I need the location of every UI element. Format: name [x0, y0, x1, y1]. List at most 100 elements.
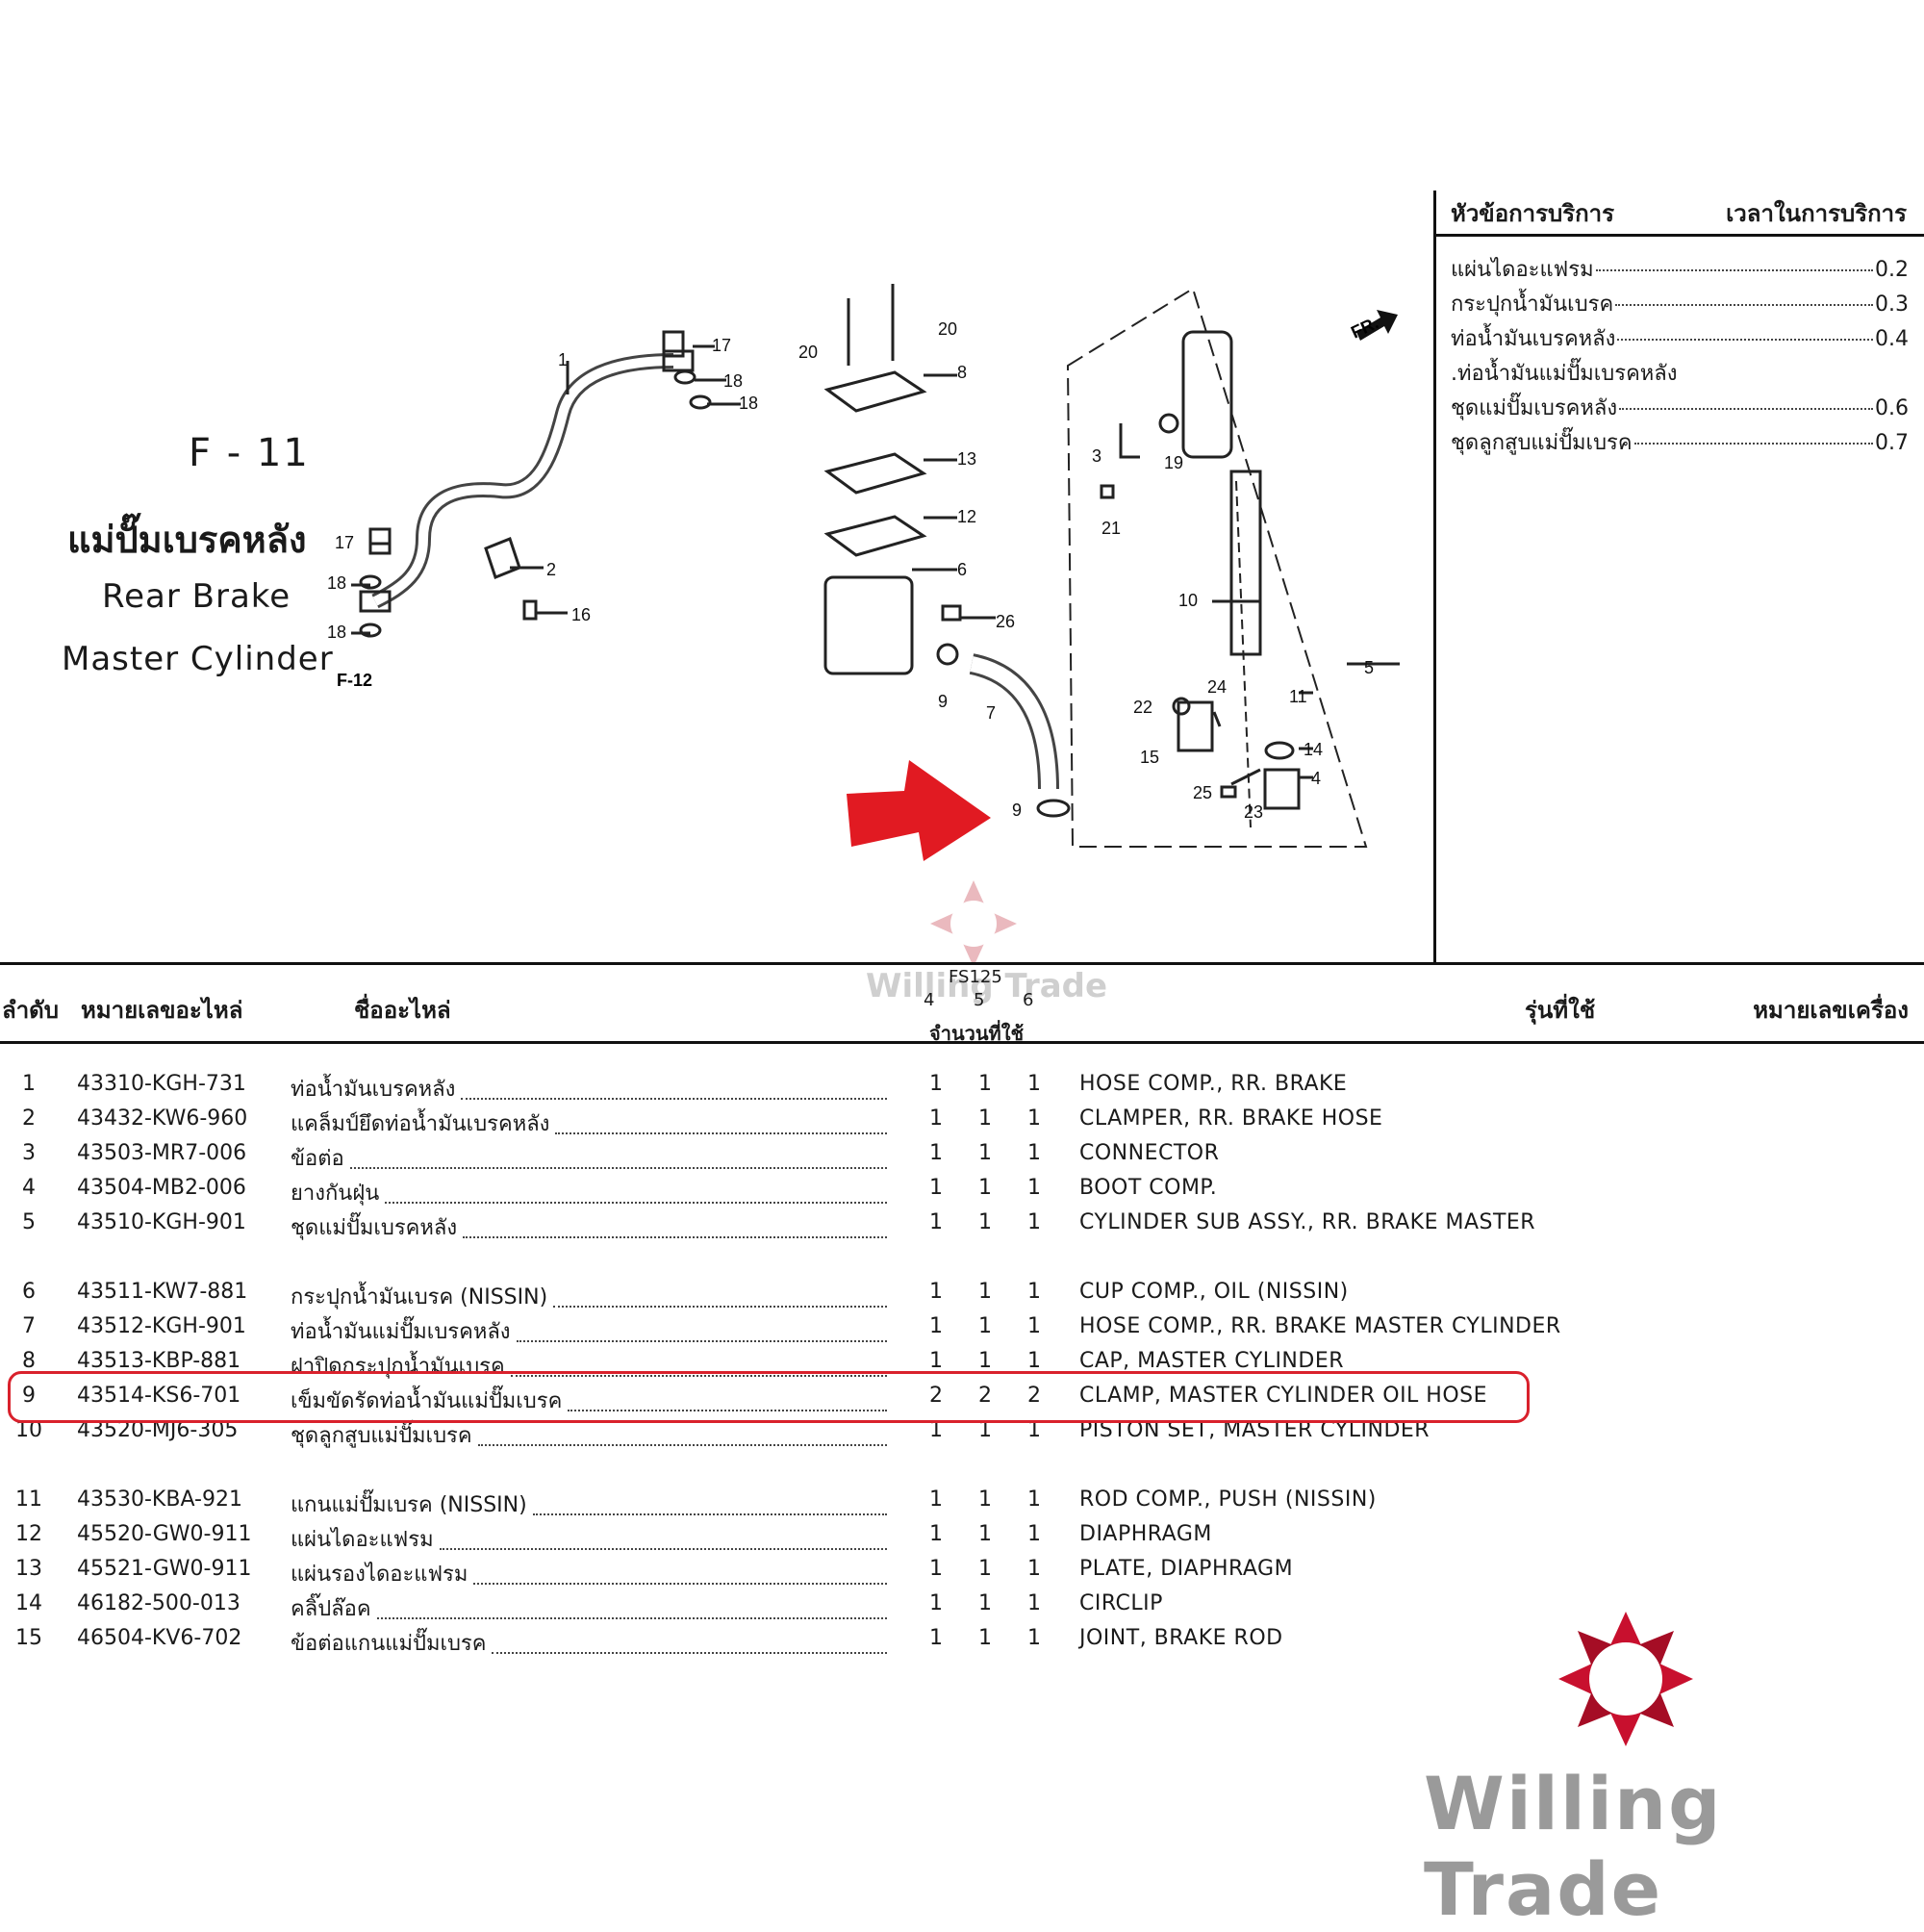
- clamp-part9-bottom: [1036, 799, 1071, 818]
- washer-18-left-a: [359, 574, 382, 590]
- joint-part15: [1177, 700, 1214, 752]
- cap-part8: [823, 370, 927, 413]
- callout-18-top-a: 18: [723, 371, 743, 391]
- callout-17-top: 17: [712, 336, 731, 355]
- callout-17-left: 17: [335, 533, 354, 552]
- callout-16: 16: [571, 605, 591, 624]
- callout-19: 19: [1164, 453, 1183, 472]
- callout-18-left-b: 18: [327, 623, 346, 642]
- clamper-part2: [484, 537, 521, 579]
- hose-fitting-top: [662, 349, 695, 372]
- callout-7: 7: [986, 703, 996, 723]
- callout-6: 6: [957, 560, 967, 579]
- oring-part19: [1158, 413, 1179, 434]
- nut-part22: [1172, 697, 1191, 716]
- red-pointer-arrow-icon: [847, 760, 991, 861]
- circlip-part14: [1264, 741, 1295, 760]
- callout-15: 15: [1140, 748, 1159, 767]
- ref-f12: F-12: [337, 671, 372, 690]
- bolt-part16: [522, 599, 538, 621]
- boot-part4: [1263, 768, 1301, 810]
- willing-trade-logo-icon: [1558, 1612, 1693, 1746]
- callout-20-b: 20: [938, 319, 957, 339]
- page-title-thai: แม่ปั๊มเบรคหลัง: [67, 519, 307, 561]
- callout-24: 24: [1207, 677, 1227, 697]
- master-cylinder-box: [1066, 287, 1368, 848]
- service-item: .ท่อน้ำมันแม่ปั๊มเบรคหลัง: [1451, 362, 1678, 386]
- callout-1: 1: [558, 350, 568, 369]
- fr-label: FR.: [1348, 313, 1381, 342]
- callout-11: 11: [1289, 687, 1307, 706]
- callout-4: 4: [1311, 769, 1321, 788]
- callout-22: 22: [1133, 698, 1152, 717]
- col-header-no: ลำดับ: [2, 997, 60, 1024]
- washer-18-left-b: [359, 623, 382, 638]
- connector-part3: [1119, 423, 1140, 459]
- master-cylinder-body: [1181, 330, 1233, 459]
- page-title-en-line2: Master Cylinder: [62, 640, 334, 678]
- plate-part13: [823, 452, 927, 495]
- service-heading-topic: หัวข้อการบริการ: [1451, 200, 1615, 227]
- col-header-part-no: หมายเลขอะไหล่: [81, 997, 243, 1024]
- callout-20-a: 20: [798, 343, 818, 362]
- callout-9-bottom: 9: [1012, 801, 1022, 820]
- screw-part21: [1100, 484, 1115, 499]
- reservoir-part6: [823, 575, 914, 675]
- washer-18-top-a: [673, 369, 696, 385]
- callout-9-top: 9: [938, 692, 948, 711]
- logo-small-icon: [930, 880, 1017, 962]
- callout-5: 5: [1364, 658, 1374, 677]
- col-header-model: FS125: [949, 967, 1002, 987]
- service-panel-border: [1433, 191, 1436, 962]
- callout-26: 26: [996, 612, 1015, 631]
- piston-set-part10: [1229, 470, 1262, 656]
- screw-part26: [941, 604, 962, 622]
- callout-18-left-a: 18: [327, 573, 346, 593]
- col-header-engine-no: หมายเลขเครื่อง: [1753, 997, 1909, 1024]
- watermark-small: Willing Trade: [866, 967, 1108, 1005]
- diaphragm-part12: [823, 515, 927, 557]
- col-header-used-in: รุ่นที่ใช้: [1525, 997, 1596, 1024]
- page-code: F - 11: [189, 431, 310, 475]
- callout-13: 13: [957, 449, 976, 469]
- callout-14: 14: [1304, 740, 1323, 759]
- callout-10: 10: [1178, 591, 1198, 610]
- callout-23: 23: [1244, 802, 1263, 822]
- col-header-qty-5: 5: [974, 990, 985, 1010]
- table-top-rule: [0, 962, 1924, 965]
- pin-part25: [1220, 785, 1237, 799]
- col-header-qty: จำนวนที่ใช้: [929, 1022, 1025, 1045]
- callout-25: 25: [1193, 783, 1212, 802]
- callout-18-top-b: 18: [739, 394, 758, 413]
- callout-3: 3: [1092, 446, 1101, 466]
- callout-2: 2: [546, 560, 556, 579]
- service-panel-header-rule: [1433, 234, 1924, 237]
- bolt-17-left: [368, 527, 392, 555]
- col-header-name: ชื่ออะไหล่: [354, 997, 451, 1024]
- watermark-brand: Willing Trade: [1424, 1761, 1723, 1932]
- row-highlight-outline: [8, 1371, 1530, 1423]
- col-header-qty-6: 6: [1023, 990, 1034, 1010]
- clip-part23: [1230, 768, 1261, 786]
- hose-fitting-bottom: [359, 590, 392, 613]
- washer-18-top-b: [689, 394, 712, 410]
- service-heading-time: เวลาในการบริการ: [1726, 200, 1907, 227]
- page-title-en-line1: Rear Brake: [102, 577, 291, 616]
- table-header-rule: [0, 1041, 1924, 1044]
